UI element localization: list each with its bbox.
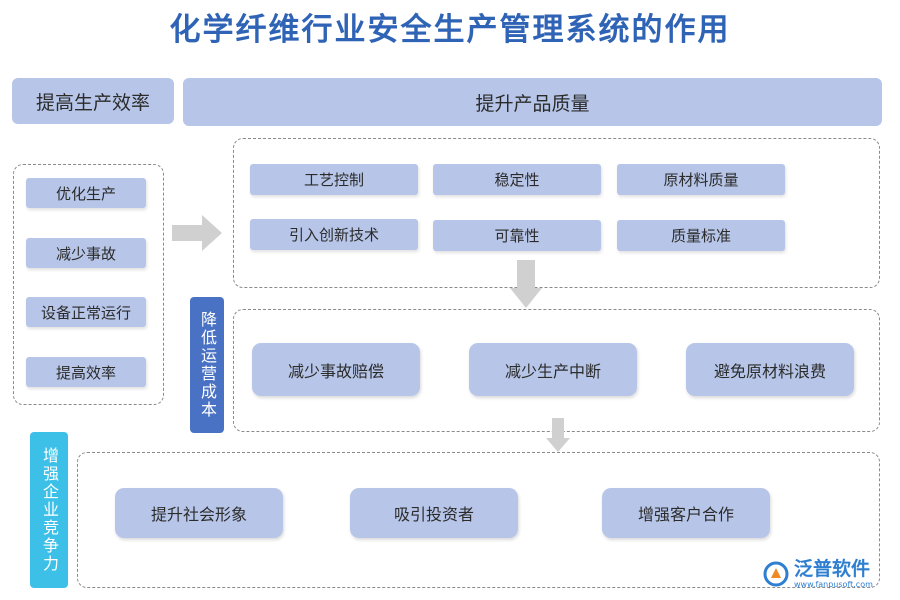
efficiency-item: 优化生产 [26,178,146,208]
quality-item: 引入创新技术 [250,219,418,250]
cost-item: 减少生产中断 [469,343,637,396]
logo-url: www.fanpusoft.com [794,579,873,589]
competitiveness-item: 增强客户合作 [602,488,770,538]
quality-panel [233,138,880,288]
competitiveness-label-text: 增强企业竞争力 [40,447,59,573]
down-arrow-icon [546,418,570,452]
quality-item: 可靠性 [433,220,601,251]
cost-label: 降低运营成本 [190,297,224,433]
competitiveness-item: 提升社会形象 [115,488,283,538]
quality-item: 质量标准 [617,220,785,251]
cost-item: 减少事故赔偿 [252,343,420,396]
brand-logo: 泛普软件 www.fanpusoft.com [762,556,886,592]
header-quality: 提升产品质量 [183,78,882,126]
cost-label-text: 降低运营成本 [198,311,217,419]
cost-item: 避免原材料浪费 [686,343,854,396]
header-efficiency: 提高生产效率 [12,78,174,124]
quality-item: 稳定性 [433,164,601,195]
down-arrow-icon [510,260,542,308]
competitiveness-label: 增强企业竞争力 [30,432,68,588]
quality-item: 工艺控制 [250,164,418,195]
quality-item: 原材料质量 [617,164,785,195]
competitiveness-item: 吸引投资者 [350,488,518,538]
efficiency-item: 减少事故 [26,238,146,268]
right-arrow-icon [172,215,222,251]
page-title: 化学纤维行业安全生产管理系统的作用 [169,12,731,48]
efficiency-item: 提高效率 [26,357,146,387]
efficiency-item: 设备正常运行 [26,297,146,327]
logo-icon [763,561,789,587]
logo-name: 泛普软件 [794,557,871,580]
